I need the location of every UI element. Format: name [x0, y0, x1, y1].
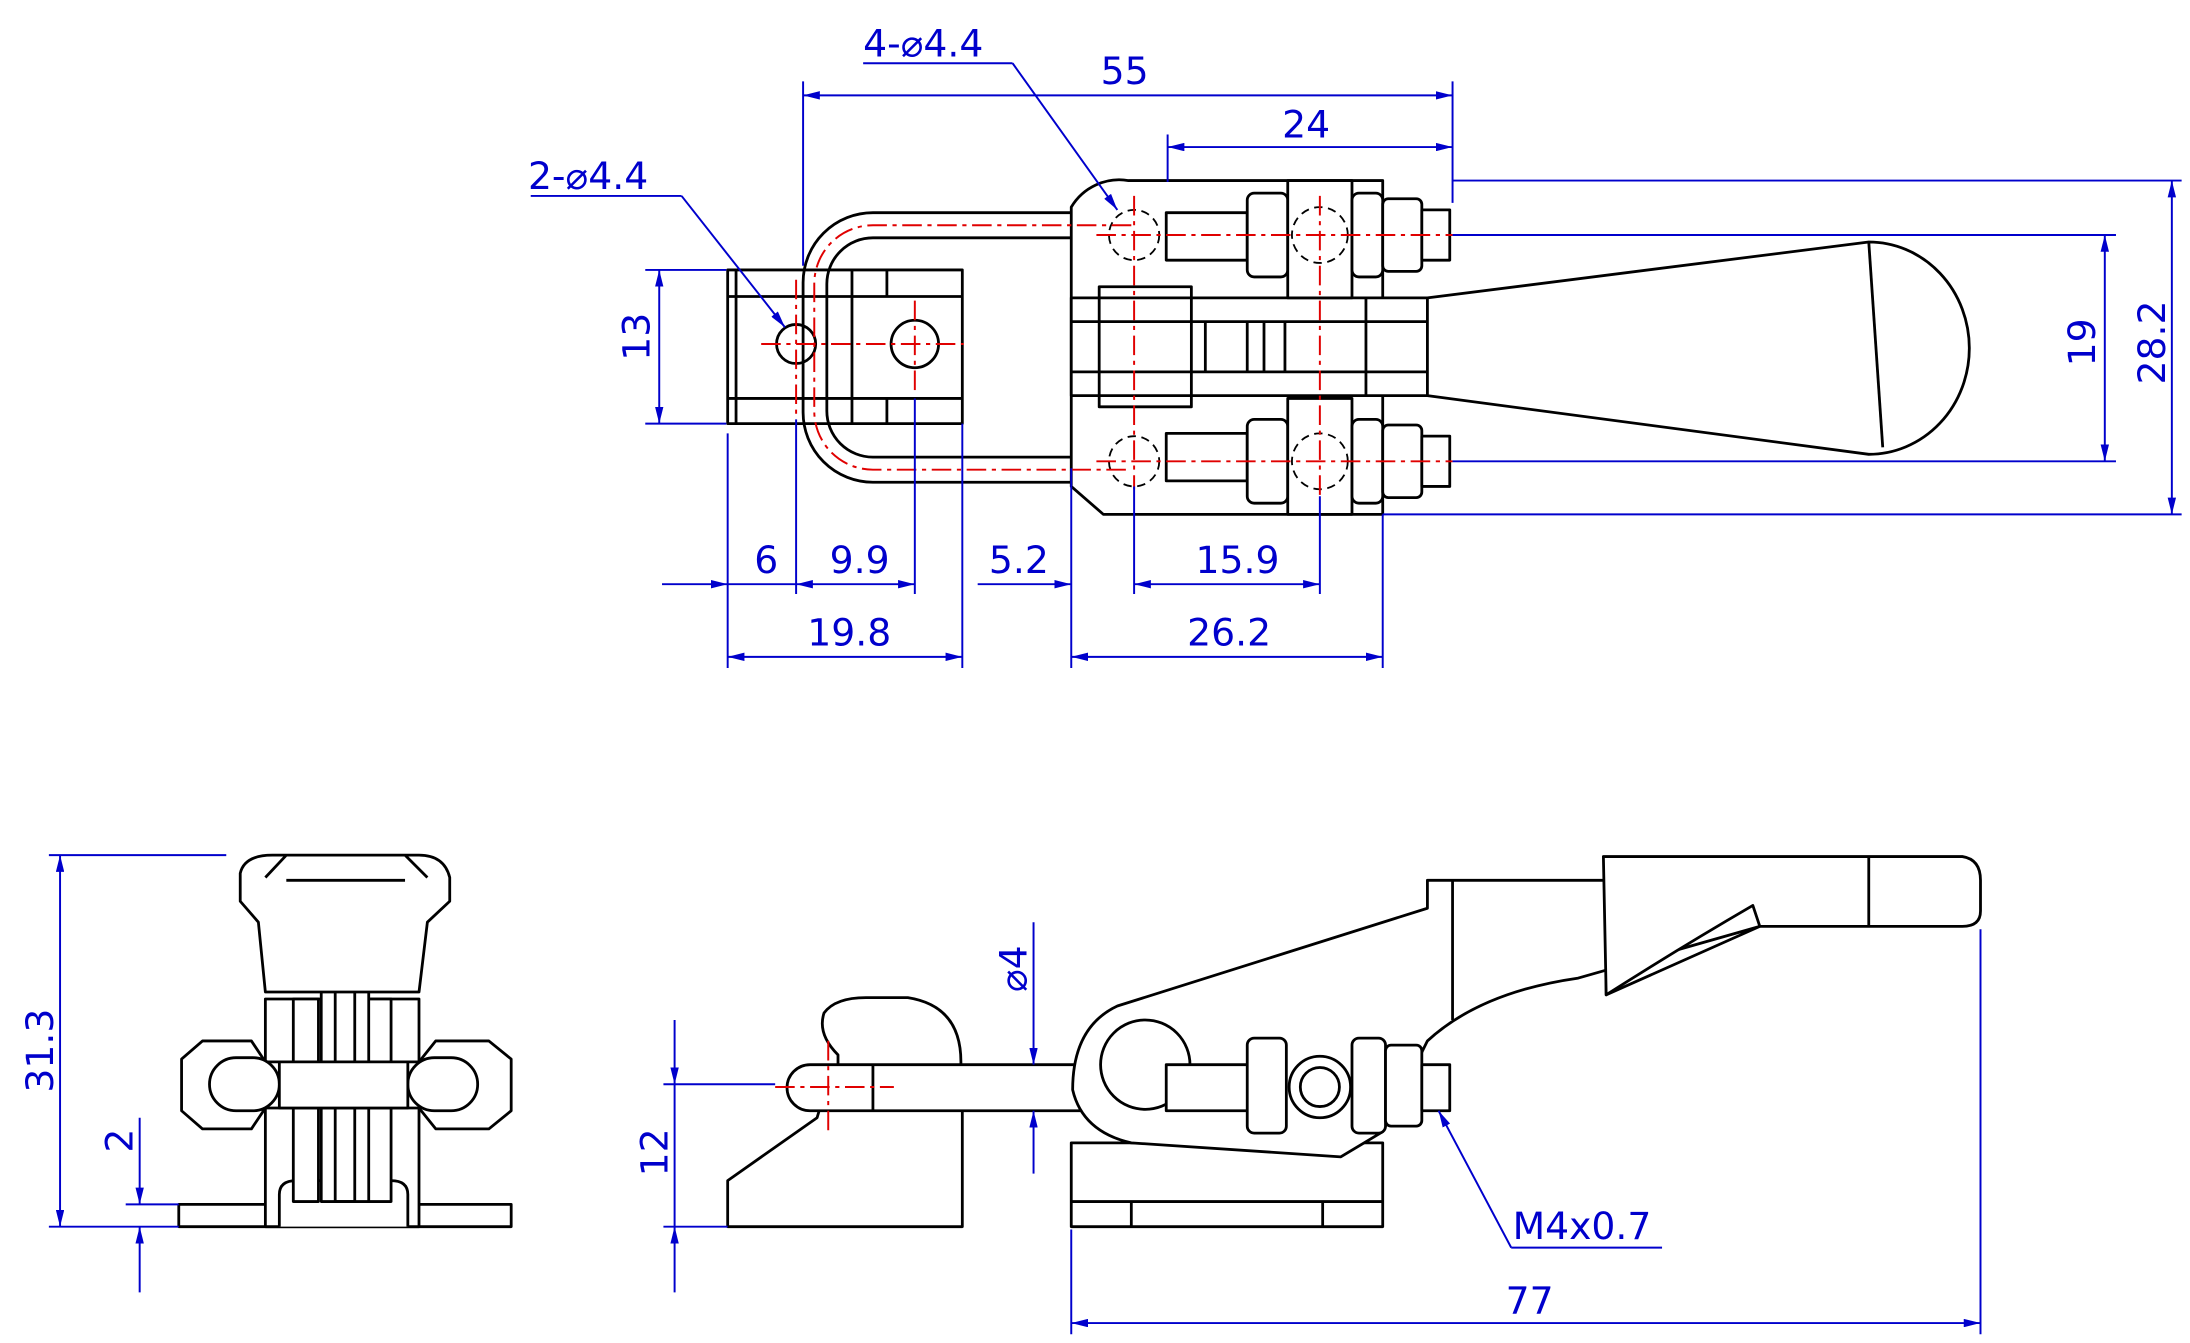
- front-view: [177, 853, 513, 1229]
- dim-19-8: 19.8: [807, 611, 891, 655]
- dim-31-3: 31.3: [18, 1009, 62, 1093]
- dim-5-2: 5.2: [989, 538, 1049, 582]
- side-view-dimensions: ⌀4 12 M4x0.7 77: [633, 922, 1982, 1335]
- dim-6: 6: [754, 538, 778, 582]
- latch-plate: [726, 268, 964, 425]
- dim-12: 12: [633, 1128, 677, 1176]
- dim-28-2: 28.2: [2130, 301, 2174, 385]
- top-view: [726, 178, 1971, 516]
- dim-15-9: 15.9: [1196, 538, 1280, 582]
- top-view-dimensions: 55 24 4-⌀4.4 2-⌀4.4 13 28.2 19 6 9.9: [528, 21, 2182, 669]
- dim-77: 77: [1506, 1278, 1554, 1322]
- dim-55: 55: [1101, 49, 1149, 93]
- dim-thread: M4x0.7: [1513, 1204, 1652, 1248]
- centerlines-top: [761, 195, 1453, 497]
- dim-2-holes: 2-⌀4.4: [528, 154, 648, 198]
- handle-top: [1426, 240, 1971, 456]
- dim-4-holes: 4-⌀4.4: [863, 21, 983, 65]
- dim-26-2: 26.2: [1187, 611, 1271, 655]
- dim-24: 24: [1282, 102, 1330, 146]
- dim-13: 13: [614, 313, 658, 361]
- front-view-dimensions: 31.3 2: [18, 854, 227, 1293]
- dim-2: 2: [98, 1129, 142, 1153]
- side-view: [726, 855, 1982, 1229]
- dim-9-9: 9.9: [830, 538, 890, 582]
- dim-dia-4: ⌀4: [992, 945, 1036, 992]
- clamp-body: [1069, 178, 1452, 516]
- u-hook: [801, 211, 1132, 484]
- dim-19: 19: [2060, 318, 2104, 366]
